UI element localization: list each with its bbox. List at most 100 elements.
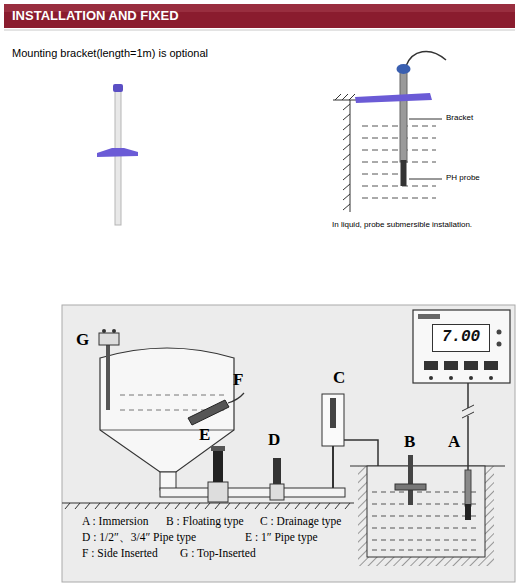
display-screen: 7.00 [432, 324, 490, 352]
ground-line [165, 503, 170, 509]
pipe-probe-1inch [208, 446, 228, 502]
callout-letter: D [268, 430, 280, 450]
ph-probe-drawing [406, 51, 446, 66]
ph-probe-drawing [355, 93, 432, 103]
tank-wall-drawing [343, 144, 350, 150]
callout-letter: B [404, 432, 415, 452]
ground-line [275, 503, 280, 509]
meter-housing [424, 361, 438, 370]
callout-letter: E [199, 425, 210, 445]
tank-wall-drawing [335, 94, 341, 100]
ground-line [315, 503, 320, 509]
ground-line [65, 503, 70, 509]
figure-caption: In liquid, probe submersible installatio… [332, 220, 472, 230]
meter-housing [469, 376, 473, 380]
storage-tank [100, 348, 234, 490]
liquid-lines [362, 162, 436, 163]
meter-housing [429, 376, 433, 380]
legend-entry: A : Immersion [82, 515, 148, 529]
tank-wall-drawing [342, 94, 348, 100]
ground-line [215, 503, 220, 509]
legend-entry: G : Top-Inserted [180, 547, 256, 561]
leader-line [409, 119, 442, 179]
header-bar [4, 30, 515, 31]
pipeline [160, 488, 345, 497]
meter-housing [484, 361, 498, 370]
immersion-probe [465, 470, 471, 506]
ph-probe-drawing [355, 51, 446, 186]
tank-wall-drawing [343, 114, 350, 120]
meter-housing [413, 310, 510, 383]
pool [372, 528, 480, 529]
section-title: INSTALLATION AND FIXED [12, 8, 179, 24]
ground-line [125, 503, 130, 509]
pipe-probe-1inch [211, 446, 225, 451]
ground-line [62, 503, 354, 509]
storage-tank [120, 395, 226, 396]
side-inserted-probe [188, 400, 229, 425]
side-inserted-probe [228, 393, 244, 403]
ground-line [285, 503, 290, 509]
ground-line [295, 503, 300, 509]
pipe-probe-1inch [208, 482, 228, 502]
tank-wall-drawing [343, 204, 350, 210]
tank-wall-drawing [343, 164, 350, 170]
ground-line [145, 503, 150, 509]
ph-probe-drawing [400, 72, 407, 162]
ground-line [305, 503, 310, 509]
drainage-cell [322, 394, 344, 446]
leader-line [409, 179, 442, 180]
meter-housing [449, 376, 453, 380]
ground-line [245, 503, 250, 509]
display-reading: 7.00 [442, 329, 480, 347]
immersion-probe [462, 383, 474, 520]
bracket-photo [115, 90, 121, 225]
floating-probe [408, 455, 413, 505]
meter-housing [497, 342, 502, 347]
bracket-photo [113, 84, 123, 92]
pool [358, 466, 494, 566]
liquid-lines [362, 174, 398, 175]
tank-wall-drawing [343, 134, 350, 140]
meter-housing [489, 376, 493, 380]
legend-entry: B : Floating type [166, 515, 244, 529]
pipe-probe-small [273, 458, 281, 484]
ground-line [265, 503, 270, 509]
floating-probe [395, 484, 426, 490]
ground-line [95, 503, 100, 509]
top-inserted-probe [99, 329, 119, 410]
pool [372, 516, 480, 517]
header-bar [4, 4, 515, 28]
liquid-lines [362, 138, 436, 139]
pool [367, 466, 485, 557]
top-inserted-probe [106, 345, 110, 410]
drainage-cell [332, 446, 334, 488]
liquid-lines [362, 186, 436, 187]
callout-letter: G [76, 330, 89, 350]
storage-tank [100, 430, 234, 431]
installation-scene [62, 305, 515, 582]
pool [372, 540, 480, 541]
bracket-photo [97, 84, 138, 225]
legend-entry: D : 1/2″、3/4″ Pipe type [82, 531, 196, 545]
bracket-photo [97, 148, 138, 157]
ground-line [345, 503, 350, 509]
ground-line [325, 503, 330, 509]
liquid-lines [362, 150, 436, 151]
pool [372, 492, 480, 493]
leader-line [409, 119, 442, 120]
tank-wall-drawing [343, 104, 350, 110]
meter-housing [464, 361, 478, 370]
ground-line [135, 503, 140, 509]
legend-entry: E : 1″ Pipe type [245, 531, 318, 545]
immersion-probe [467, 383, 469, 470]
installation-scene [62, 305, 515, 582]
legend-entry: C : Drainage type [260, 515, 341, 529]
liquid-lines [362, 126, 436, 198]
pool [372, 550, 480, 551]
top-inserted-probe [102, 329, 106, 333]
header-bar [4, 4, 515, 30]
callout-letter: F [233, 370, 243, 390]
part-label: PH probe [446, 173, 480, 183]
